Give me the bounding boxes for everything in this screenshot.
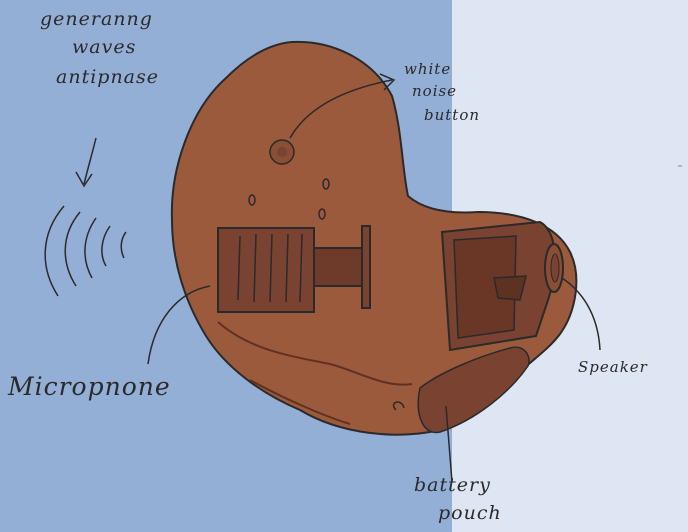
sound-wave-icon bbox=[65, 212, 80, 286]
label-white-noise-line3: button bbox=[424, 106, 480, 124]
label-microphone: Micropnone bbox=[8, 372, 171, 401]
button-highlight bbox=[277, 147, 287, 157]
sound-wave-icon bbox=[85, 218, 96, 278]
label-generating-line2: waves bbox=[72, 36, 136, 58]
label-white-noise-line1: white bbox=[404, 60, 451, 78]
sound-wave-icon bbox=[45, 206, 64, 296]
label-speaker: Speaker bbox=[578, 358, 648, 376]
microphone-cap bbox=[362, 226, 370, 308]
label-battery-line1: battery bbox=[414, 474, 491, 496]
ear-canal-notch bbox=[494, 276, 526, 300]
label-battery-line2: pouch bbox=[438, 502, 502, 524]
label-generating-line3: antipnase bbox=[56, 66, 159, 88]
sound-wave-icon bbox=[121, 232, 126, 258]
sound-wave-icon bbox=[102, 226, 110, 266]
label-generating-line1: generanng bbox=[40, 8, 153, 30]
microphone-shaft bbox=[314, 248, 364, 286]
speaker-inner bbox=[551, 254, 559, 282]
label-white-noise-line2: noise bbox=[412, 82, 457, 100]
